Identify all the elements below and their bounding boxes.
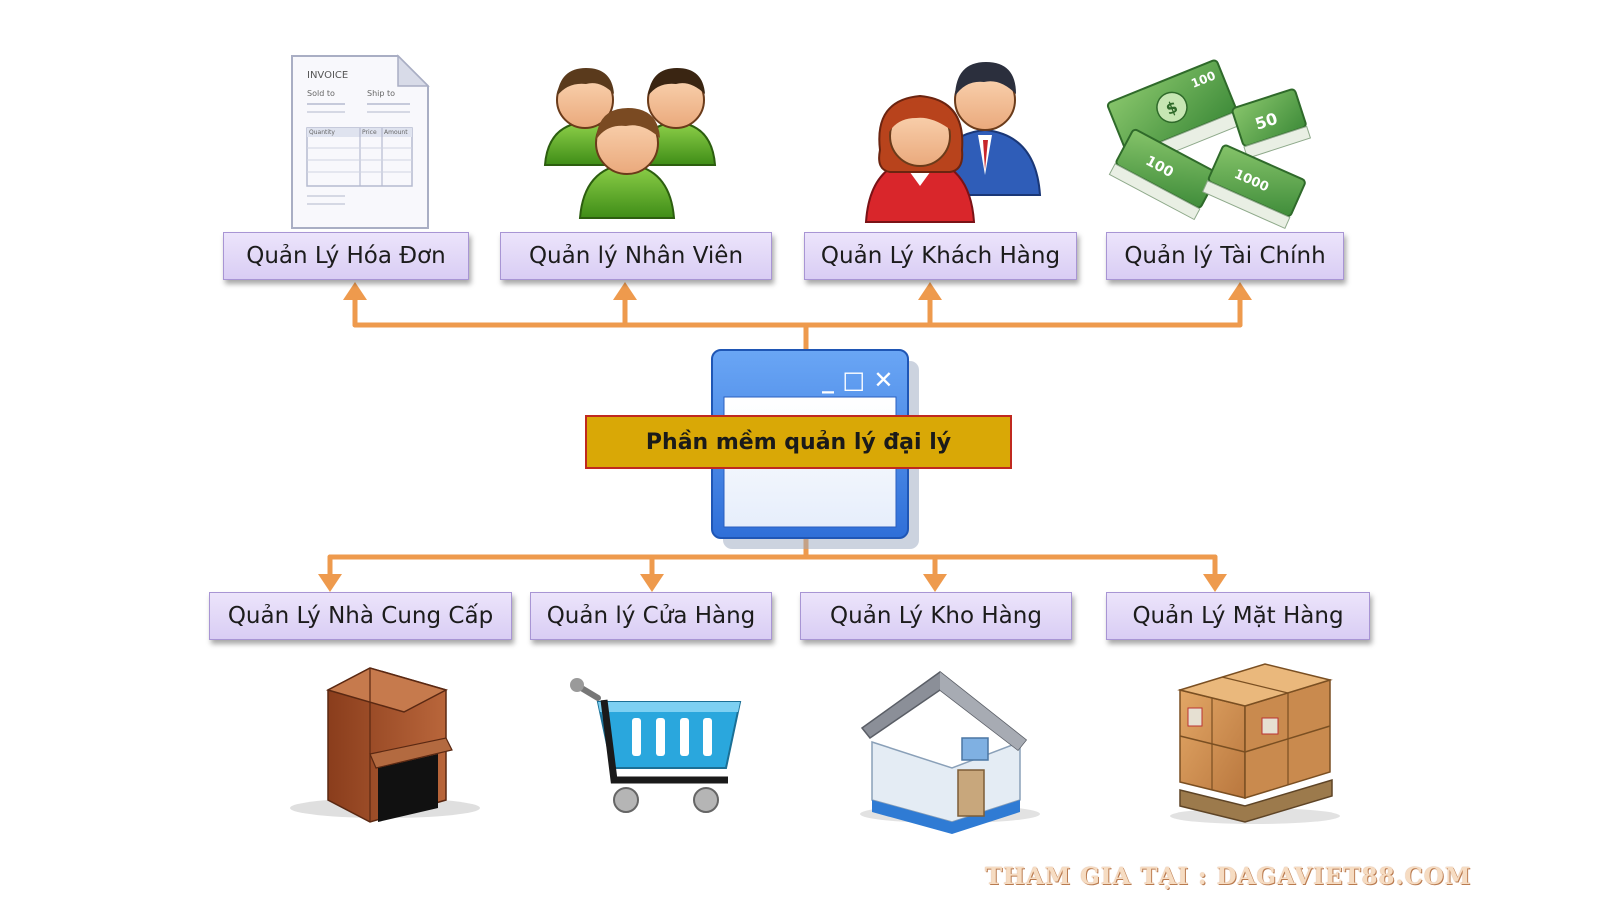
top-arrowheads <box>343 282 1252 300</box>
boxes-pallet-icon <box>1170 663 1340 824</box>
money-icon: $ 100 50 100 1000 <box>1106 59 1312 230</box>
customers-icon <box>864 62 1042 223</box>
module-customer-management[interactable]: Quản Lý Khách Hàng <box>804 232 1077 280</box>
invoice-col-quantity: Quantity <box>309 129 335 136</box>
bottom-arrowheads <box>318 574 1227 592</box>
watermark-text: THAM GIA TẠI : DAGAVIET88.COM <box>985 863 1472 890</box>
invoice-sold-to: Sold to <box>307 89 335 98</box>
supplier-warehouse-icon <box>290 667 480 823</box>
invoice-col-price: Price <box>362 129 377 136</box>
shopping-cart-icon <box>570 678 742 813</box>
center-software-label: Phần mềm quản lý đại lý <box>585 415 1012 469</box>
module-store-management[interactable]: Quản lý Cửa Hàng <box>530 592 772 640</box>
module-supplier-management[interactable]: Quản Lý Nhà Cung Cấp <box>209 592 512 640</box>
invoice-title: INVOICE <box>307 70 349 81</box>
window-controls-icon: _ □ ✕ <box>822 366 894 394</box>
module-finance-management[interactable]: Quản lý Tài Chính <box>1106 232 1344 280</box>
employees-icon <box>543 68 717 219</box>
module-warehouse-management[interactable]: Quản Lý Kho Hàng <box>800 592 1072 640</box>
invoice-ship-to: Ship to <box>367 89 396 98</box>
module-product-management[interactable]: Quản Lý Mặt Hàng <box>1106 592 1370 640</box>
module-invoice-management[interactable]: Quản Lý Hóa Đơn <box>223 232 469 280</box>
invoice-col-amount: Amount <box>384 129 408 136</box>
house-icon <box>860 671 1040 834</box>
module-employee-management[interactable]: Quản lý Nhân Viên <box>500 232 772 280</box>
invoice-icon <box>291 54 430 229</box>
top-connectors <box>352 290 1243 358</box>
